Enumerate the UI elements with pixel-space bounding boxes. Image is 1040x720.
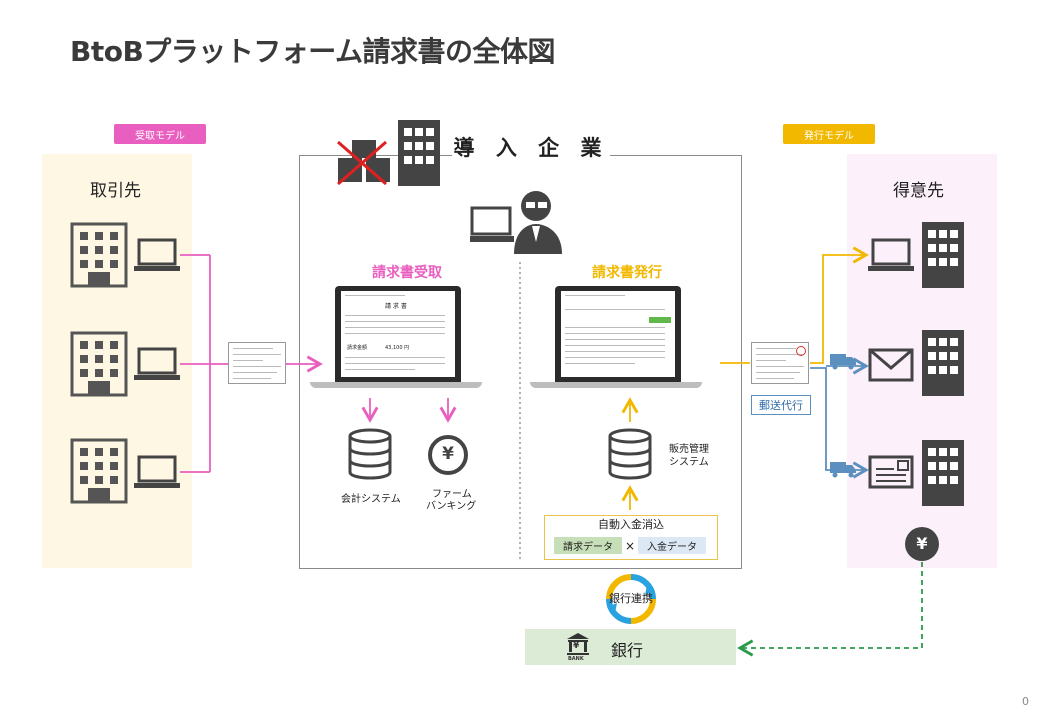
issue-laptop xyxy=(530,286,702,394)
customer-building-3 xyxy=(922,440,964,510)
laptop-icon xyxy=(134,347,180,380)
bank-link-cycle xyxy=(603,571,659,631)
issue-model-tag: 発行モデル xyxy=(783,124,875,144)
bank-logo: ¥ BANK xyxy=(565,632,591,662)
firm-banking-label-1: ファーム xyxy=(432,489,472,500)
truck-1 xyxy=(830,352,856,374)
payment-data-pill: 入金データ xyxy=(638,537,706,554)
bank-logo-yen: ¥ xyxy=(573,641,580,651)
receive-amount-value: 43,100 円 xyxy=(385,345,410,351)
customer-label: 得意先 xyxy=(893,181,944,201)
partner-laptop-1 xyxy=(134,238,180,276)
partner-laptop-3 xyxy=(134,455,180,493)
staff-person xyxy=(470,184,566,258)
laptop-icon xyxy=(134,238,180,271)
yen-coin-icon xyxy=(905,527,939,561)
sales-mgmt-db xyxy=(606,428,654,484)
page-number: 0 xyxy=(1022,695,1029,708)
sales-mgmt-label-1: 販売管理 xyxy=(669,444,709,455)
building-icon xyxy=(922,440,964,506)
partner-building-1 xyxy=(70,222,128,292)
sales-mgmt-label-2: システム xyxy=(669,457,709,468)
building-icon xyxy=(922,330,964,396)
receive-screen: 請 求 書 請求金額 43,100 円 xyxy=(341,291,455,377)
envelope-icon xyxy=(868,348,914,382)
person-icon xyxy=(470,191,562,254)
laptop-icon xyxy=(134,455,180,488)
truck-2 xyxy=(830,460,856,482)
firm-banking-coin: ¥ xyxy=(427,434,469,480)
boxes-crossed xyxy=(334,136,394,190)
receive-doc-title: 請 求 書 xyxy=(385,303,407,310)
building-icon xyxy=(70,222,128,288)
receive-amount-label: 請求金額 xyxy=(347,345,368,351)
building-icon xyxy=(922,222,964,288)
partner-building-3 xyxy=(70,438,128,508)
boxes-crossed-icon xyxy=(337,140,390,186)
receive-section-title: 請求書受取 xyxy=(372,265,442,281)
auto-reconcile-title: 自動入金消込 xyxy=(598,518,664,531)
issue-screen xyxy=(561,291,675,377)
accounting-label: 会計システム xyxy=(341,494,401,505)
cycle-arrows-icon xyxy=(606,574,656,624)
database-icon xyxy=(348,428,392,480)
partner-laptop-2 xyxy=(134,347,180,385)
auto-reconcile-box: 自動入金消込 請求データ × 入金データ xyxy=(544,515,718,560)
partner-label: 取引先 xyxy=(90,181,141,201)
partner-building-2 xyxy=(70,331,128,401)
truck-icon xyxy=(830,354,856,370)
receive-laptop: 請 求 書 請求金額 43,100 円 xyxy=(310,286,482,394)
customer-building-2 xyxy=(922,330,964,400)
database-icon xyxy=(608,428,652,480)
incoming-invoice-doc xyxy=(228,342,286,384)
company-building xyxy=(398,120,440,190)
customer-postcard xyxy=(868,455,914,493)
customer-yen-coin: ¥ xyxy=(903,525,941,567)
bank-icon xyxy=(567,633,589,655)
issue-section-title: 請求書発行 xyxy=(592,265,662,281)
firm-banking-yen: ¥ xyxy=(442,444,454,464)
company-title: 導 入 企 業 xyxy=(452,132,610,162)
customer-laptop xyxy=(868,238,914,276)
bank-box: ¥ BANK 銀行 xyxy=(525,629,736,665)
bank-link-label: 銀行連携 xyxy=(609,592,653,605)
building-icon xyxy=(70,331,128,397)
customer-yen-symbol: ¥ xyxy=(916,534,928,553)
outgoing-invoice-doc xyxy=(751,342,809,384)
truck-icon xyxy=(830,462,856,478)
yen-coin-icon xyxy=(428,435,468,475)
building-icon xyxy=(70,438,128,504)
laptop-icon xyxy=(868,238,914,271)
firm-banking-label-2: バンキング xyxy=(426,501,477,512)
customer-building-1 xyxy=(922,222,964,292)
mail-agency-label: 郵送代行 xyxy=(751,395,811,415)
customer-envelope xyxy=(868,348,914,386)
invoice-data-pill: 請求データ xyxy=(554,537,622,554)
bank-label: 銀行 xyxy=(611,641,644,660)
times-symbol: × xyxy=(624,538,636,553)
page-title: BtoBプラットフォーム請求書の全体図 xyxy=(70,35,555,68)
bank-logo-text: BANK xyxy=(568,656,584,662)
accounting-db xyxy=(346,428,394,484)
postcard-icon xyxy=(868,455,914,489)
building-icon xyxy=(398,120,440,186)
receive-model-tag: 受取モデル xyxy=(114,124,206,144)
